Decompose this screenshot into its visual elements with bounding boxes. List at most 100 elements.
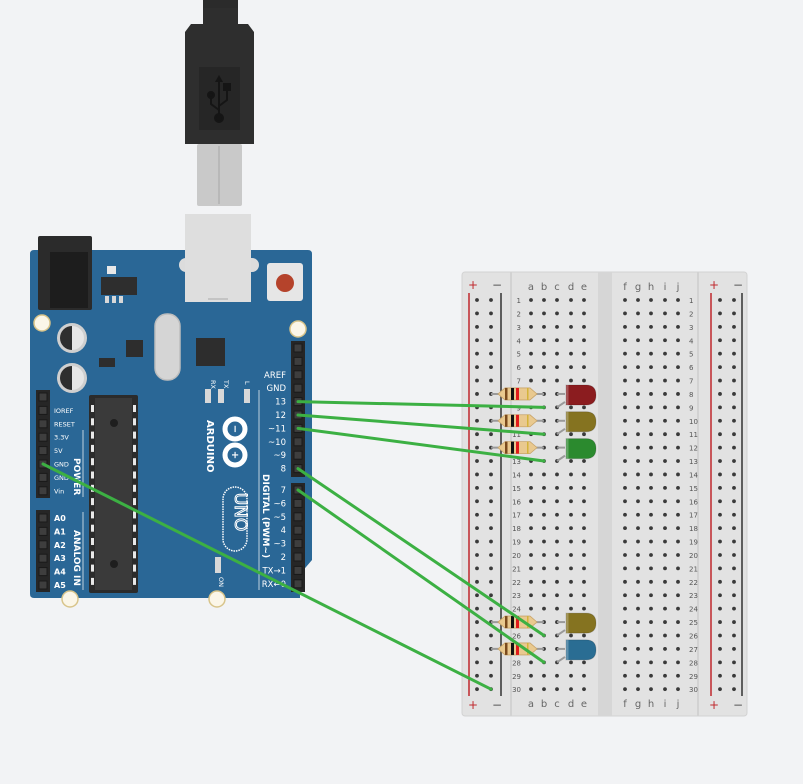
header-pin[interactable] bbox=[38, 580, 48, 590]
rail-hole[interactable] bbox=[489, 459, 493, 463]
breadboard-hole[interactable] bbox=[623, 432, 627, 437]
header-pin[interactable] bbox=[38, 432, 48, 442]
rail-hole[interactable] bbox=[732, 660, 736, 665]
breadboard-hole[interactable] bbox=[663, 472, 667, 477]
breadboard-hole[interactable] bbox=[636, 633, 640, 638]
breadboard-hole[interactable] bbox=[582, 459, 586, 463]
rail-hole[interactable] bbox=[475, 539, 479, 544]
breadboard-hole[interactable] bbox=[663, 432, 667, 437]
header-pin[interactable] bbox=[38, 446, 48, 456]
rail-hole[interactable] bbox=[732, 539, 736, 544]
breadboard-hole[interactable] bbox=[676, 445, 680, 450]
breadboard-hole[interactable] bbox=[623, 445, 627, 450]
breadboard-hole[interactable] bbox=[649, 311, 653, 316]
breadboard-hole[interactable] bbox=[542, 378, 546, 383]
breadboard-hole[interactable] bbox=[582, 660, 586, 665]
breadboard-hole[interactable] bbox=[582, 553, 586, 557]
breadboard-hole[interactable] bbox=[636, 499, 640, 504]
breadboard-hole[interactable] bbox=[529, 324, 533, 329]
breadboard-hole[interactable] bbox=[569, 539, 573, 544]
breadboard-hole[interactable] bbox=[649, 392, 653, 396]
breadboard-hole[interactable] bbox=[663, 311, 667, 316]
breadboard-hole[interactable] bbox=[676, 579, 680, 584]
breadboard-hole[interactable] bbox=[542, 512, 546, 517]
rail-hole[interactable] bbox=[489, 338, 493, 343]
breadboard-hole[interactable] bbox=[663, 459, 667, 463]
header-pin[interactable] bbox=[293, 512, 303, 522]
breadboard-hole[interactable] bbox=[663, 593, 667, 598]
breadboard-hole[interactable] bbox=[529, 633, 533, 638]
breadboard-hole[interactable] bbox=[649, 673, 653, 678]
rail-hole[interactable] bbox=[718, 593, 722, 598]
wire-pin13[interactable] bbox=[296, 400, 546, 409]
rail-hole[interactable] bbox=[732, 593, 736, 598]
rail-hole[interactable] bbox=[718, 405, 722, 410]
header-pin[interactable] bbox=[293, 498, 303, 508]
breadboard-hole[interactable] bbox=[636, 593, 640, 598]
header-pin[interactable] bbox=[293, 356, 303, 366]
breadboard-hole[interactable] bbox=[555, 579, 559, 584]
rail-hole[interactable] bbox=[718, 526, 722, 531]
breadboard-hole[interactable] bbox=[555, 378, 559, 383]
usb-cable[interactable] bbox=[185, 0, 254, 206]
reset-button-cap[interactable] bbox=[276, 274, 294, 292]
rail-hole[interactable] bbox=[475, 673, 479, 678]
breadboard-hole[interactable] bbox=[582, 365, 586, 369]
header-pin[interactable] bbox=[293, 579, 303, 589]
wires[interactable] bbox=[41, 400, 546, 691]
breadboard-hole[interactable] bbox=[663, 378, 667, 383]
led-yellow-2[interactable] bbox=[556, 612, 597, 637]
rail-hole[interactable] bbox=[732, 472, 736, 477]
breadboard-hole[interactable] bbox=[676, 338, 680, 343]
breadboard-hole[interactable] bbox=[582, 324, 586, 329]
breadboard-hole[interactable] bbox=[529, 512, 533, 517]
rail-hole[interactable] bbox=[718, 633, 722, 638]
rail-hole[interactable] bbox=[475, 445, 479, 450]
arduino-uno-board[interactable]: RX TX L ON − + ARDUINO UNO DIGITAL (PWM~… bbox=[30, 214, 312, 608]
breadboard-hole[interactable] bbox=[529, 673, 533, 678]
breadboard-hole[interactable] bbox=[555, 485, 559, 490]
breadboard-hole[interactable] bbox=[636, 324, 640, 329]
breadboard-hole[interactable] bbox=[623, 620, 627, 624]
breadboard-hole[interactable] bbox=[529, 499, 533, 504]
breadboard-hole[interactable] bbox=[649, 499, 653, 504]
breadboard-hole[interactable] bbox=[649, 472, 653, 477]
breadboard-hole[interactable] bbox=[569, 351, 573, 356]
rail-hole[interactable] bbox=[489, 432, 493, 437]
breadboard-hole[interactable] bbox=[555, 311, 559, 316]
breadboard-hole[interactable] bbox=[623, 633, 627, 638]
breadboard-hole[interactable] bbox=[636, 432, 640, 437]
breadboard-hole[interactable] bbox=[542, 566, 546, 571]
rail-hole[interactable] bbox=[732, 351, 736, 356]
breadboard-hole[interactable] bbox=[676, 378, 680, 383]
breadboard-hole[interactable] bbox=[676, 660, 680, 665]
breadboard-hole[interactable] bbox=[649, 485, 653, 490]
breadboard-hole[interactable] bbox=[582, 593, 586, 598]
rail-hole[interactable] bbox=[489, 553, 493, 557]
breadboard-hole[interactable] bbox=[649, 687, 653, 692]
rail-hole[interactable] bbox=[489, 673, 493, 678]
breadboard-hole[interactable] bbox=[636, 485, 640, 490]
breadboard-hole[interactable] bbox=[623, 526, 627, 531]
breadboard-hole[interactable] bbox=[623, 392, 627, 396]
rail-hole[interactable] bbox=[718, 579, 722, 584]
breadboard-hole[interactable] bbox=[636, 338, 640, 343]
breadboard-hole[interactable] bbox=[623, 485, 627, 490]
header-pin[interactable] bbox=[38, 553, 48, 563]
breadboard-hole[interactable] bbox=[636, 392, 640, 396]
breadboard-hole[interactable] bbox=[569, 298, 573, 302]
header-pin[interactable] bbox=[293, 370, 303, 380]
rail-hole[interactable] bbox=[718, 365, 722, 369]
rail-hole[interactable] bbox=[732, 459, 736, 463]
breadboard-hole[interactable] bbox=[529, 660, 533, 665]
rail-hole[interactable] bbox=[475, 378, 479, 383]
breadboard-hole[interactable] bbox=[676, 405, 680, 410]
header-pin[interactable] bbox=[293, 525, 303, 535]
breadboard-hole[interactable] bbox=[529, 526, 533, 531]
breadboard-hole[interactable] bbox=[555, 338, 559, 343]
breadboard-hole[interactable] bbox=[623, 365, 627, 369]
breadboard-hole[interactable] bbox=[636, 553, 640, 557]
breadboard-hole[interactable] bbox=[663, 660, 667, 665]
breadboard-hole[interactable] bbox=[676, 485, 680, 490]
